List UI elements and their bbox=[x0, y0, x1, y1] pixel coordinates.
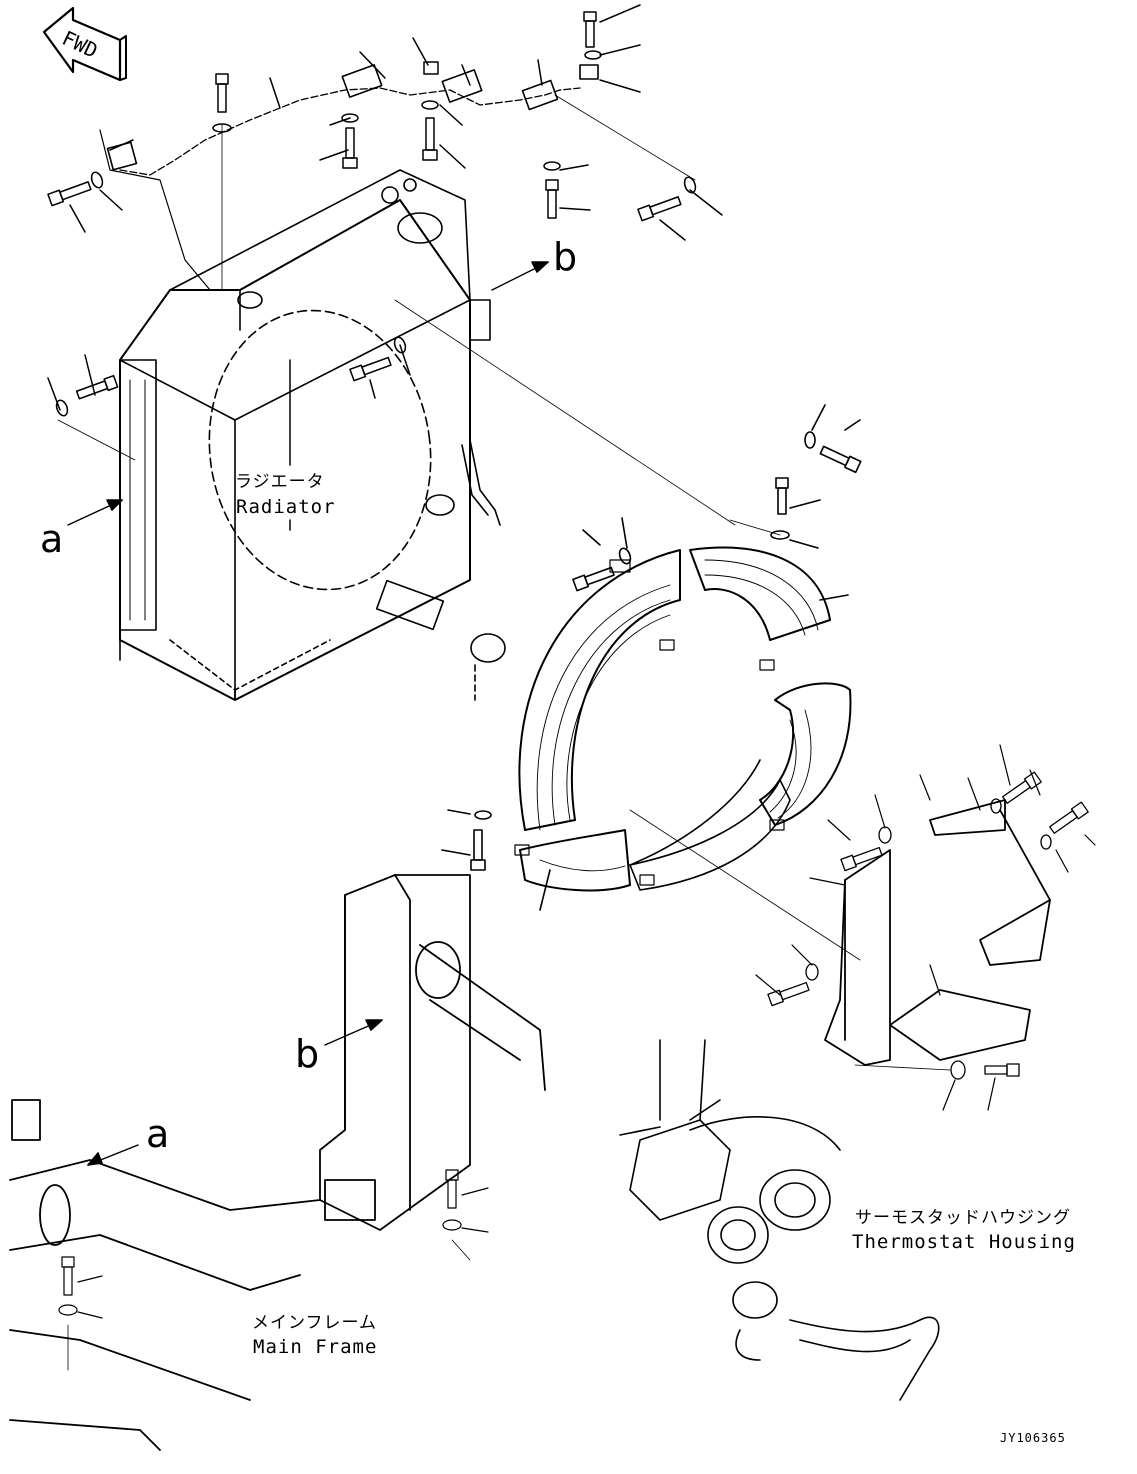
thermostat-label-jp: サーモスタッドハウジング bbox=[855, 1208, 1071, 1228]
radiator-assembly bbox=[119, 169, 506, 701]
ref-arrow-a-radiator bbox=[67, 499, 123, 526]
bolt-icons bbox=[47, 4, 736, 531]
side-covers bbox=[755, 744, 1096, 1111]
ref-label-a-frame: a bbox=[146, 1112, 170, 1156]
hose bbox=[461, 439, 501, 526]
ref-label-b-radiator: b bbox=[553, 235, 578, 279]
washer-icon bbox=[584, 50, 602, 60]
ref-label-a-radiator: a bbox=[40, 517, 64, 561]
ref-label-b-frame: b bbox=[295, 1032, 320, 1076]
thermostat-housing bbox=[619, 1039, 940, 1401]
main-frame-label-en: Main Frame bbox=[253, 1336, 378, 1358]
main-frame bbox=[9, 874, 546, 1451]
wire-harness bbox=[99, 64, 599, 291]
fwd-arrow-icon: FWD bbox=[42, 6, 127, 82]
ref-arrow-b-radiator bbox=[491, 261, 549, 291]
ref-arrow-b-frame bbox=[324, 1019, 383, 1046]
radiator-label-en: Radiator bbox=[236, 496, 336, 518]
main-frame-label-jp: メインフレーム bbox=[252, 1313, 377, 1333]
drawing-code: JY106365 bbox=[1000, 1431, 1066, 1445]
thermostat-label-en: Thermostat Housing bbox=[852, 1231, 1076, 1253]
fan-guard bbox=[441, 404, 862, 961]
radiator-label-jp: ラジエータ bbox=[235, 472, 325, 492]
